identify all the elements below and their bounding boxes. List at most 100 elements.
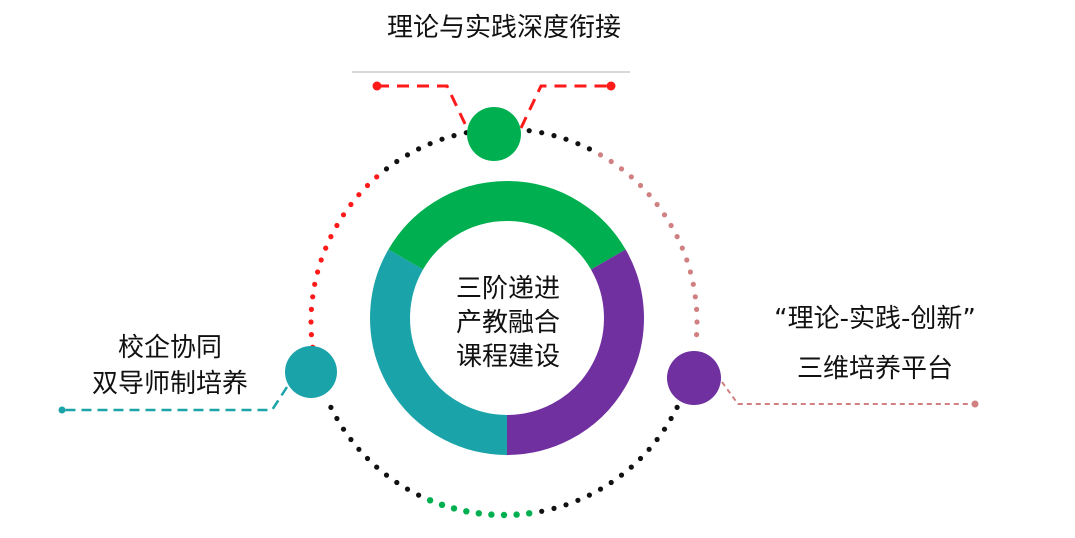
ring-dot — [668, 415, 674, 422]
ring-dot — [312, 281, 318, 287]
ring-dot — [438, 501, 446, 508]
ring-dot — [318, 257, 324, 263]
top-connector — [372, 81, 616, 129]
ring-dot — [608, 158, 614, 165]
ring-dot — [563, 136, 569, 142]
ring-dot — [586, 146, 593, 152]
ring-dot — [427, 141, 433, 147]
ring-dot — [694, 319, 700, 325]
top-node-circle — [467, 107, 521, 161]
ring-dot — [575, 141, 581, 147]
left-connector-line — [60, 386, 289, 412]
right-label-line-2: 三维培养平台 — [796, 354, 953, 384]
ring-dot — [323, 245, 329, 251]
center-title-line-3: 课程建设 — [455, 342, 560, 372]
ring-dot — [328, 404, 334, 410]
ring-dot — [637, 455, 644, 462]
center-title-line-2: 产教融合 — [455, 308, 560, 338]
left-connector — [58, 386, 289, 414]
donut-segment-green — [388, 181, 626, 270]
ring-dot — [654, 201, 660, 208]
right-label-line-1: “理论-实践-创新” — [774, 304, 976, 334]
ring-dot — [426, 497, 434, 504]
ring-dot — [348, 201, 354, 208]
right-node-circle — [667, 351, 721, 405]
ring-dot — [315, 269, 321, 275]
right-label: “理论-实践-创新” 三维培养平台 — [735, 303, 1015, 385]
ring-dot — [394, 158, 400, 165]
ring-dot — [356, 446, 362, 452]
ring-dot — [374, 464, 380, 470]
ring-dot — [661, 426, 668, 432]
ring-dot — [404, 486, 411, 492]
outer-dotted-ring — [308, 128, 700, 519]
left-label-line-1: 校企协同 — [117, 333, 222, 363]
center-title-line-1: 三阶递进 — [455, 274, 560, 304]
ring-dot — [383, 166, 390, 172]
top-connector-right-line — [519, 84, 611, 129]
ring-dot — [364, 182, 371, 189]
right-connector-line — [721, 381, 975, 405]
ring-dot — [597, 152, 604, 158]
ring-dot — [475, 510, 482, 517]
ring-dot — [684, 257, 690, 263]
ring-dot — [551, 133, 557, 139]
ring-dot — [394, 479, 400, 486]
ring-dot — [646, 192, 652, 198]
right-connector-endpoint — [971, 400, 979, 408]
ring-dot — [500, 511, 508, 519]
ring-dot — [308, 332, 314, 338]
ring-dot — [628, 174, 634, 180]
ring-dot — [404, 152, 411, 158]
ring-dot — [692, 294, 698, 300]
ring-dot — [488, 511, 495, 518]
ring-dot — [668, 222, 674, 229]
ring-dot — [654, 436, 660, 443]
ring-dot — [687, 269, 694, 275]
left-label-line-2: 双导师制培养 — [91, 369, 248, 399]
ring-dot — [608, 479, 614, 486]
ring-dot — [679, 245, 685, 251]
ring-dot — [416, 492, 422, 498]
top-label: 理论与实践深度衔接 — [386, 13, 621, 43]
ring-dot — [618, 472, 625, 478]
left-node-circle — [285, 346, 337, 398]
right-connector — [721, 381, 979, 408]
ring-dot — [539, 508, 545, 514]
top-connector-left-line — [377, 84, 469, 129]
ring-dot — [694, 332, 700, 338]
center-donut — [370, 181, 644, 455]
ring-dot — [348, 436, 354, 443]
ring-dot — [374, 174, 380, 180]
ring-dot — [310, 294, 316, 300]
left-connector-endpoint — [58, 406, 66, 414]
ring-dot — [439, 136, 445, 142]
ring-dot — [661, 212, 668, 218]
ring-dot — [628, 464, 634, 470]
ring-dot — [450, 505, 458, 512]
left-label: 校企协同 双导师制培养 — [70, 332, 270, 400]
ring-dot — [334, 415, 340, 422]
ring-dot — [618, 166, 625, 172]
ring-dot — [364, 455, 371, 462]
ring-dot — [551, 505, 557, 511]
ring-dot — [586, 492, 593, 498]
ring-dot — [340, 212, 347, 218]
ring-dot — [526, 510, 533, 517]
ring-dot — [526, 128, 532, 134]
ring-dot — [694, 306, 700, 312]
ring-dot — [563, 502, 569, 508]
ring-dot — [416, 146, 422, 152]
ring-dot — [575, 497, 581, 503]
ring-dot — [308, 319, 314, 325]
ring-dot — [539, 130, 545, 136]
ring-dot — [451, 133, 457, 139]
ring-dot — [674, 234, 680, 240]
ring-dot — [637, 182, 644, 189]
donut-segment-purple — [506, 249, 644, 455]
ring-dot — [463, 508, 470, 515]
ring-dot — [383, 472, 390, 478]
ring-dot — [646, 446, 652, 452]
